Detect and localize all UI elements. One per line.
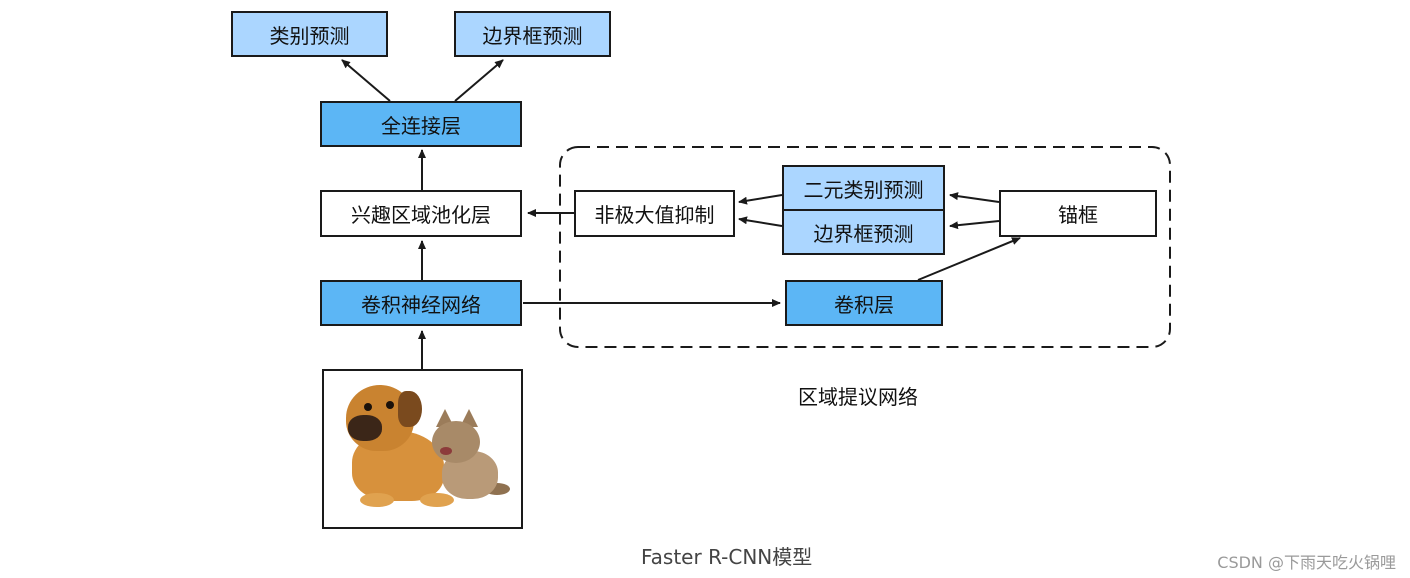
bbox-prediction-label: 边界框预测: [482, 23, 583, 48]
class-prediction-label: 类别预测: [269, 23, 350, 48]
class-prediction-box: 类别预测: [231, 11, 388, 57]
arrow-fc-to-class: [341, 59, 391, 102]
arrow-binclass-to-nms: [738, 194, 783, 205]
anchor-box-node: 锚框: [999, 190, 1157, 237]
roi-pooling-layer-label: 兴趣区域池化层: [351, 203, 491, 227]
fully-connected-layer-label: 全连接层: [381, 113, 461, 138]
rpn-bbox-prediction-label: 边界框预测: [813, 221, 914, 246]
cnn-box: 卷积神经网络: [320, 280, 522, 326]
fully-connected-layer-box: 全连接层: [320, 101, 522, 147]
watermark: CSDN @下雨天吃火锅哩: [1217, 553, 1396, 572]
roi-pooling-layer-box: 兴趣区域池化层: [320, 190, 522, 237]
arrow-fc-to-bbox: [454, 59, 504, 102]
arrow-anchor-to-binclass: [949, 192, 1000, 203]
rpn-caption: 区域提议网络: [798, 385, 918, 409]
nms-box: 非极大值抑制: [574, 190, 735, 237]
arrow-anchor-to-rpnbbox: [949, 220, 1000, 230]
conv-layer-box: 卷积层: [785, 280, 943, 326]
binary-class-prediction-label: 二元类别预测: [803, 177, 924, 202]
conv-layer-label: 卷积层: [834, 292, 894, 317]
dog-and-kitten-photo-icon: [322, 369, 523, 529]
arrow-conv-to-anchor: [917, 237, 1021, 281]
rpn-bbox-prediction-box: 边界框预测: [782, 209, 945, 255]
bbox-prediction-box: 边界框预测: [454, 11, 611, 57]
model-caption: Faster R-CNN模型: [641, 545, 813, 569]
nms-label: 非极大值抑制: [594, 203, 715, 227]
binary-class-prediction-box: 二元类别预测: [782, 165, 945, 211]
rpn-dashed-region: [559, 146, 1171, 348]
anchor-box-label: 锚框: [1058, 203, 1098, 227]
cnn-label: 卷积神经网络: [361, 292, 481, 317]
arrow-rpnbbox-to-nms: [738, 216, 783, 227]
